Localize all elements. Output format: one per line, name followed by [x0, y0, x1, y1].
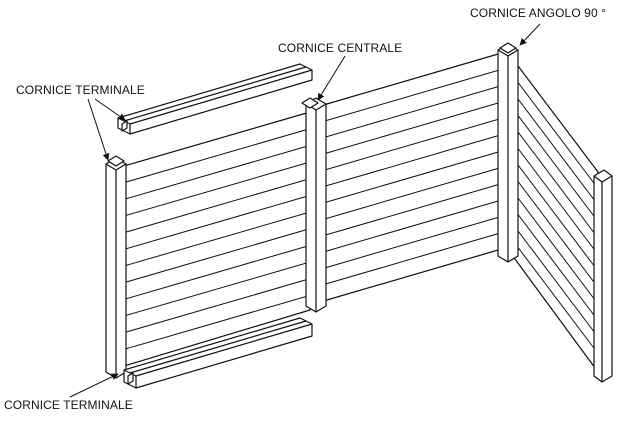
board-line	[319, 116, 506, 172]
left-terminal-post	[105, 155, 127, 379]
board-line	[319, 84, 506, 140]
board-line	[319, 231, 506, 287]
board-line	[123, 228, 311, 284]
board-line	[123, 261, 311, 317]
side-panel-boards	[511, 74, 599, 354]
back-panel	[319, 51, 506, 303]
board-line	[123, 178, 311, 234]
board-line	[123, 211, 311, 267]
board-line	[123, 161, 311, 217]
board-line	[511, 90, 599, 206]
board-line	[511, 173, 599, 288]
board-line	[123, 128, 311, 184]
leader-lines	[69, 23, 541, 398]
board-line	[511, 189, 599, 305]
board-line	[511, 140, 599, 255]
board-line	[511, 239, 599, 354]
board-line	[319, 133, 506, 189]
corner-post	[497, 42, 519, 263]
top-terminal-frame-piece	[117, 63, 313, 135]
side-panel	[511, 57, 599, 373]
board-line	[319, 214, 506, 270]
corner-frame-label: CORNICE ANGOLO 90 °	[470, 6, 607, 20]
central-post	[301, 97, 327, 313]
board-line	[511, 74, 599, 189]
central-frame-label: CORNICE CENTRALE	[278, 41, 403, 55]
board-line	[319, 198, 506, 254]
board-line	[123, 278, 311, 334]
board-line	[319, 100, 506, 156]
terminal-frame-top-label: CORNICE TERMINALE	[16, 83, 145, 97]
side-end-post	[593, 169, 613, 383]
board-line	[319, 182, 506, 238]
terminal-frame-bottom-label: CORNICE TERMINALE	[4, 398, 133, 412]
board-line	[123, 244, 311, 300]
board-line	[319, 165, 506, 221]
board-line	[123, 194, 311, 250]
bottom-terminal-frame-piece	[123, 317, 313, 389]
board-line	[319, 67, 506, 123]
board-line	[319, 149, 506, 205]
front-panel-boards	[123, 128, 311, 350]
board-line	[511, 107, 599, 222]
board-line	[511, 123, 599, 239]
board-line	[511, 206, 599, 321]
board-line	[511, 222, 599, 338]
back-panel-boards	[319, 67, 506, 287]
board-line	[123, 144, 311, 200]
board-line	[123, 294, 311, 350]
board-line	[511, 156, 599, 272]
